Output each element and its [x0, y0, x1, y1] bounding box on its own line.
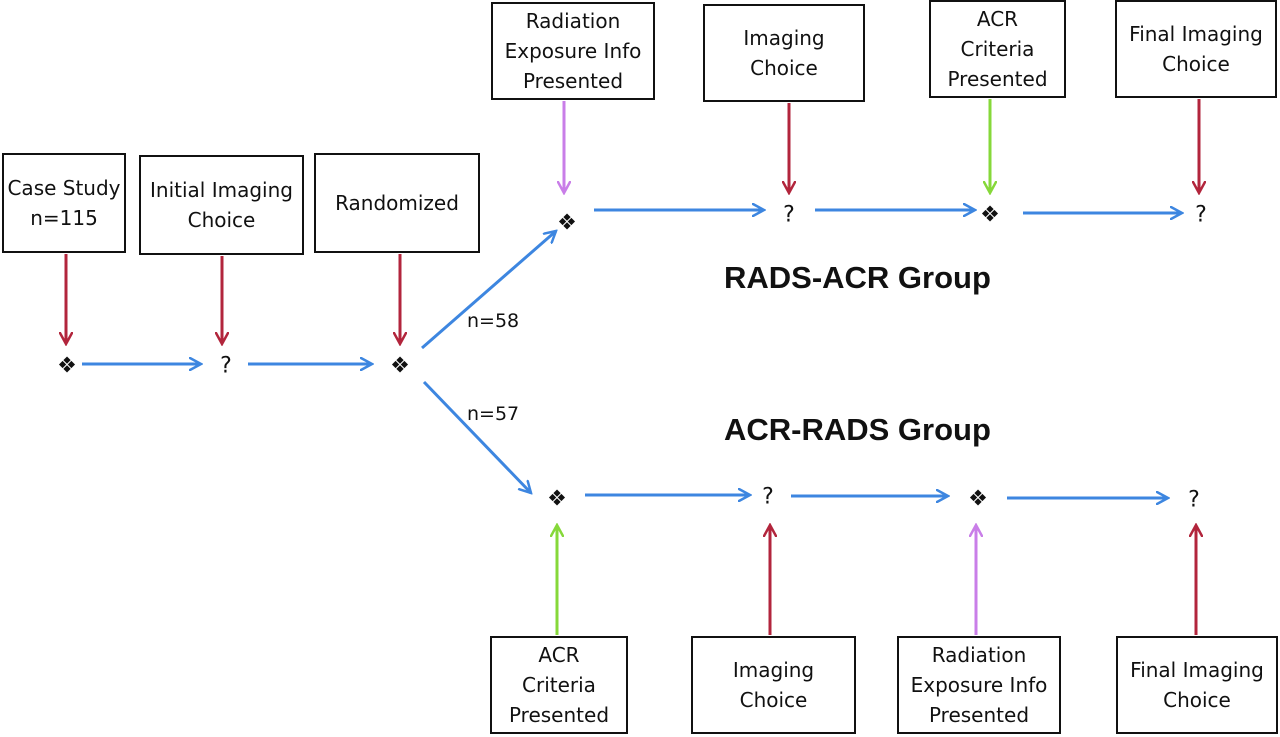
node-top-question-1: ?: [783, 202, 795, 228]
box-radiation-info-top: Radiation Exposure Info Presented: [491, 2, 655, 100]
node-start-diamond: ❖: [57, 353, 77, 379]
node-bottom-question-1: ?: [762, 484, 774, 510]
box-imaging-choice-bottom: Imaging Choice: [691, 636, 856, 734]
branch-label-bottom: n=57: [467, 403, 520, 425]
node-top-question-2: ?: [1195, 202, 1207, 228]
box-case-study: Case Study n=115: [2, 153, 126, 253]
box-randomized: Randomized: [314, 153, 480, 253]
node-top-diamond-1: ❖: [557, 210, 577, 236]
branch-label-top: n=58: [467, 310, 520, 332]
node-top-diamond-2: ❖: [980, 202, 1000, 228]
box-acr-criteria-bottom: ACR Criteria Presented: [490, 636, 628, 734]
group-title-top: RADS-ACR Group: [724, 260, 991, 295]
box-acr-criteria-top: ACR Criteria Presented: [929, 0, 1066, 98]
box-final-imaging-top: Final Imaging Choice: [1115, 0, 1277, 98]
box-final-imaging-bottom: Final Imaging Choice: [1116, 636, 1278, 734]
node-randomized-diamond: ❖: [390, 353, 410, 379]
node-initial-question: ?: [220, 353, 232, 379]
flow-branch-bottom: [422, 380, 531, 493]
box-initial-imaging: Initial Imaging Choice: [139, 155, 304, 255]
box-imaging-choice-top: Imaging Choice: [703, 4, 865, 102]
node-bottom-question-2: ?: [1188, 487, 1200, 513]
node-bottom-diamond-2: ❖: [968, 486, 988, 512]
flow-branch-top: [421, 231, 556, 350]
node-bottom-diamond-1: ❖: [547, 486, 567, 512]
group-title-bottom: ACR-RADS Group: [724, 412, 991, 447]
box-radiation-info-bottom: Radiation Exposure Info Presented: [897, 636, 1061, 734]
